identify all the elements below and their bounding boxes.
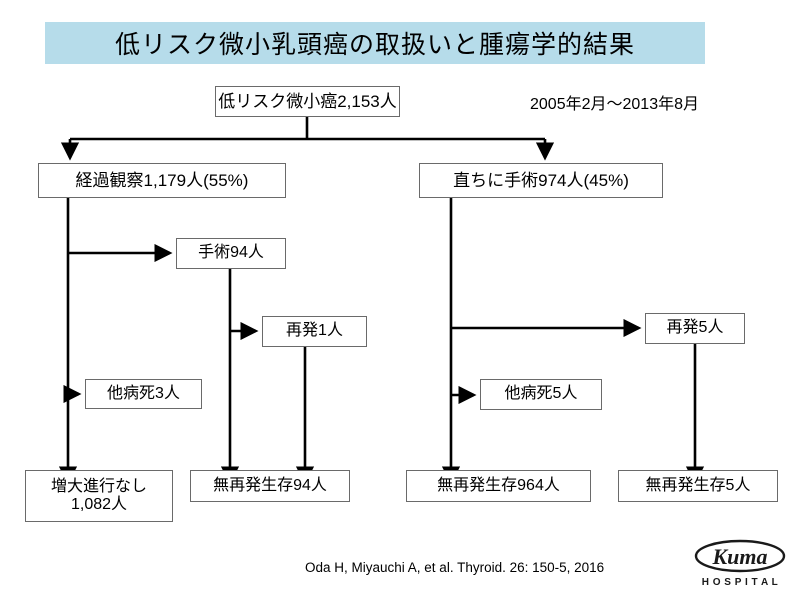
citation-text: Oda H, Miyauchi A, et al. Thyroid. 26: 1… bbox=[305, 560, 605, 575]
node-immediate-surgery: 直ちに手術974人(45%) bbox=[419, 163, 663, 198]
logo-subtitle: H O S P I T A L bbox=[702, 577, 779, 588]
node-disease-free-5: 無再発生存5人 bbox=[618, 470, 778, 502]
node-converted-surgery-94: 手術94人 bbox=[176, 238, 286, 269]
logo-wordmark: Kuma bbox=[711, 544, 767, 569]
logo-ellipse bbox=[694, 539, 786, 573]
study-period-label: 2005年2月〜2013年8月 bbox=[530, 96, 699, 113]
node-disease-free-94: 無再発生存94人 bbox=[190, 470, 350, 502]
node-recurrence-5: 再発5人 bbox=[645, 313, 745, 344]
page-title: 低リスク微小乳頭癌の取扱いと腫瘍学的結果 bbox=[114, 31, 635, 59]
node-disease-free-964: 無再発生存964人 bbox=[406, 470, 591, 502]
kuma-hospital-logo: Kuma H O S P I T A L bbox=[694, 539, 786, 588]
node-no-progression-1082: 増大進行なし 1,082人 bbox=[25, 470, 173, 522]
node-other-cause-death-3: 他病死3人 bbox=[85, 379, 202, 409]
node-recurrence-1: 再発1人 bbox=[262, 316, 367, 347]
title-banner bbox=[45, 22, 705, 64]
node-low-risk-total: 低リスク微小癌2,153人 bbox=[215, 86, 400, 117]
node-active-surveillance: 経過観察1,179人(55%) bbox=[38, 163, 286, 198]
node-other-cause-death-5: 他病死5人 bbox=[480, 379, 602, 410]
